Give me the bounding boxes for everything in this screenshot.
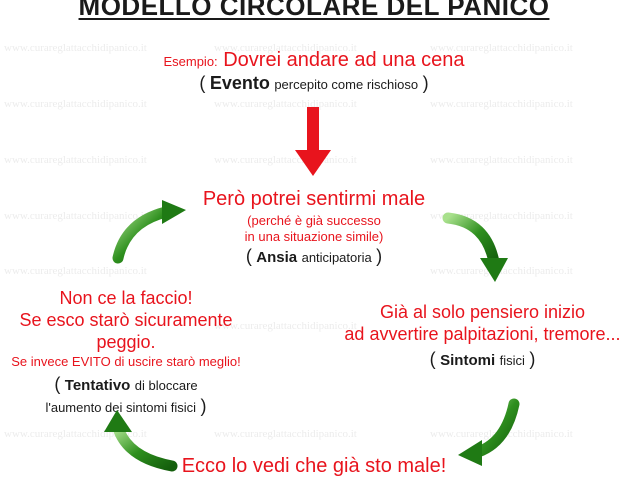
green-arrow-right-to-bottom [458, 398, 520, 466]
symptoms-keyword: Sintomi [440, 351, 496, 369]
attempt-keyword: Tentativo [64, 376, 131, 394]
node-anxiety: Però potrei sentirmi male (perché è già … [150, 187, 478, 268]
node-attempt: Non ce la faccio! Se esco starò sicurame… [11, 288, 241, 416]
green-arrow-center-to-right [442, 212, 508, 282]
example-prefix: Esempio: [163, 54, 218, 69]
green-arrow-left-to-center [112, 200, 186, 264]
node-symptoms: Già al solo pensiero inizio ad avvertire… [344, 302, 621, 369]
red-down-arrow [295, 107, 331, 176]
event-headline: Dovrei andare ad una cena [223, 49, 465, 71]
node-confirmation: Ecco lo vedi che già sto male! [150, 454, 478, 478]
anxiety-keyword: Ansia [256, 249, 298, 267]
diagram-title: MODELLO CIRCOLARE DEL PANICO [78, 0, 550, 21]
node-event: Esempio: Dovrei andare ad una cena ( Eve… [163, 49, 465, 94]
confirmation-headline: Ecco lo vedi che già sto male! [181, 455, 447, 477]
event-keyword: Evento [209, 73, 270, 94]
green-arrow-bottom-to-left [104, 410, 178, 472]
anxiety-headline: Però potrei sentirmi male [202, 188, 426, 210]
